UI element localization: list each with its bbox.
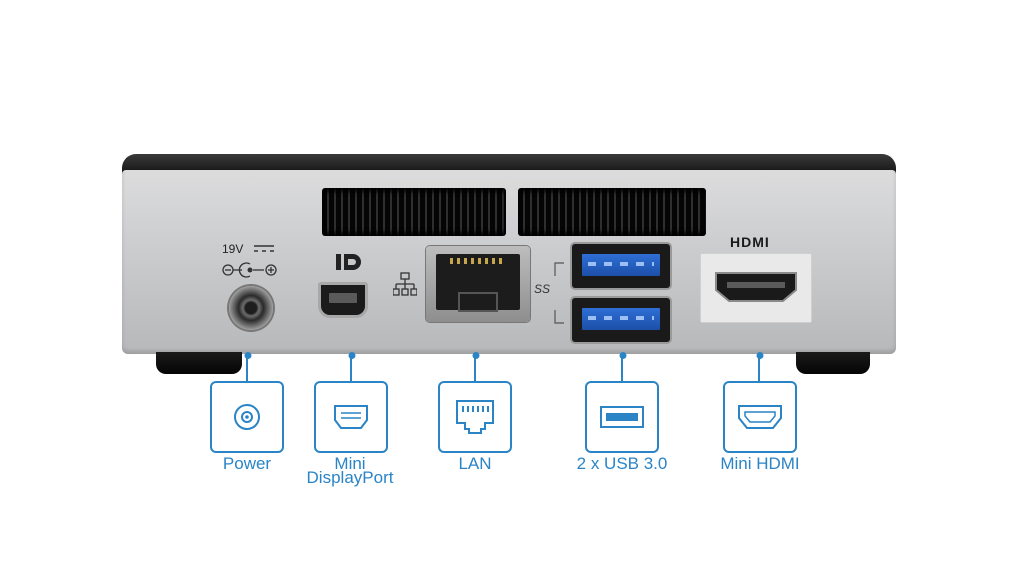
power-connector-dot xyxy=(244,352,252,359)
device-foot-left xyxy=(156,352,242,374)
hdmi-callout xyxy=(723,381,797,453)
vent-left xyxy=(322,188,506,236)
usb-connector-dot xyxy=(619,352,627,359)
usb-connector-line xyxy=(621,354,623,381)
mini-displayport-label-line1: Mini xyxy=(334,454,366,473)
mini-hdmi-port xyxy=(715,272,797,302)
mini-displayport-label-line2: DisplayPort xyxy=(306,468,394,487)
dc-symbol-icon xyxy=(254,245,274,252)
device-foot-right xyxy=(796,352,870,374)
usb-port-top xyxy=(572,244,670,288)
usb-port-icon xyxy=(600,406,644,428)
usb-port-bottom-tongue xyxy=(582,308,660,330)
usb-bracket-icon xyxy=(554,262,564,324)
superspeed-usb-logo: SS xyxy=(534,282,551,296)
polarity-icon xyxy=(222,262,277,278)
usb-port-top-tongue xyxy=(582,254,660,276)
ethernet-port-socket xyxy=(436,254,520,310)
hdmi-port-icon xyxy=(738,405,782,429)
ethernet-port xyxy=(426,246,530,322)
power-jack xyxy=(229,286,273,330)
usb-callout xyxy=(585,381,659,453)
power-connector-line xyxy=(246,354,248,381)
mini-displayport-connector-line xyxy=(350,354,352,381)
ethernet-port-pins xyxy=(450,258,506,264)
ethernet-port-icon xyxy=(456,400,494,434)
hdmi-logo: HDMI xyxy=(730,234,770,250)
lan-connector-line xyxy=(474,354,476,381)
mini-displayport-connector-dot xyxy=(348,352,356,359)
network-symbol-icon xyxy=(393,272,417,296)
vent-right xyxy=(518,188,706,236)
power-callout xyxy=(210,381,284,453)
lan-label: LAN xyxy=(458,454,492,473)
power-port-icon xyxy=(234,404,260,430)
hdmi-connector-dot xyxy=(756,352,764,359)
power-label: Power xyxy=(222,454,272,473)
mini-displayport-icon xyxy=(334,405,368,429)
displayport-logo-icon xyxy=(336,254,361,270)
hdmi-label: Mini HDMI xyxy=(720,454,800,473)
mini-displayport-callout xyxy=(314,381,388,453)
hdmi-port-plate xyxy=(700,253,812,323)
lan-callout xyxy=(438,381,512,453)
lan-connector-dot xyxy=(472,352,480,359)
hdmi-connector-line xyxy=(758,354,760,381)
usb-port-bottom xyxy=(572,298,670,342)
power-rating-label: 19V xyxy=(222,242,244,256)
mini-displayport-port xyxy=(318,282,368,318)
usb-label: 2 x USB 3.0 xyxy=(576,454,668,473)
